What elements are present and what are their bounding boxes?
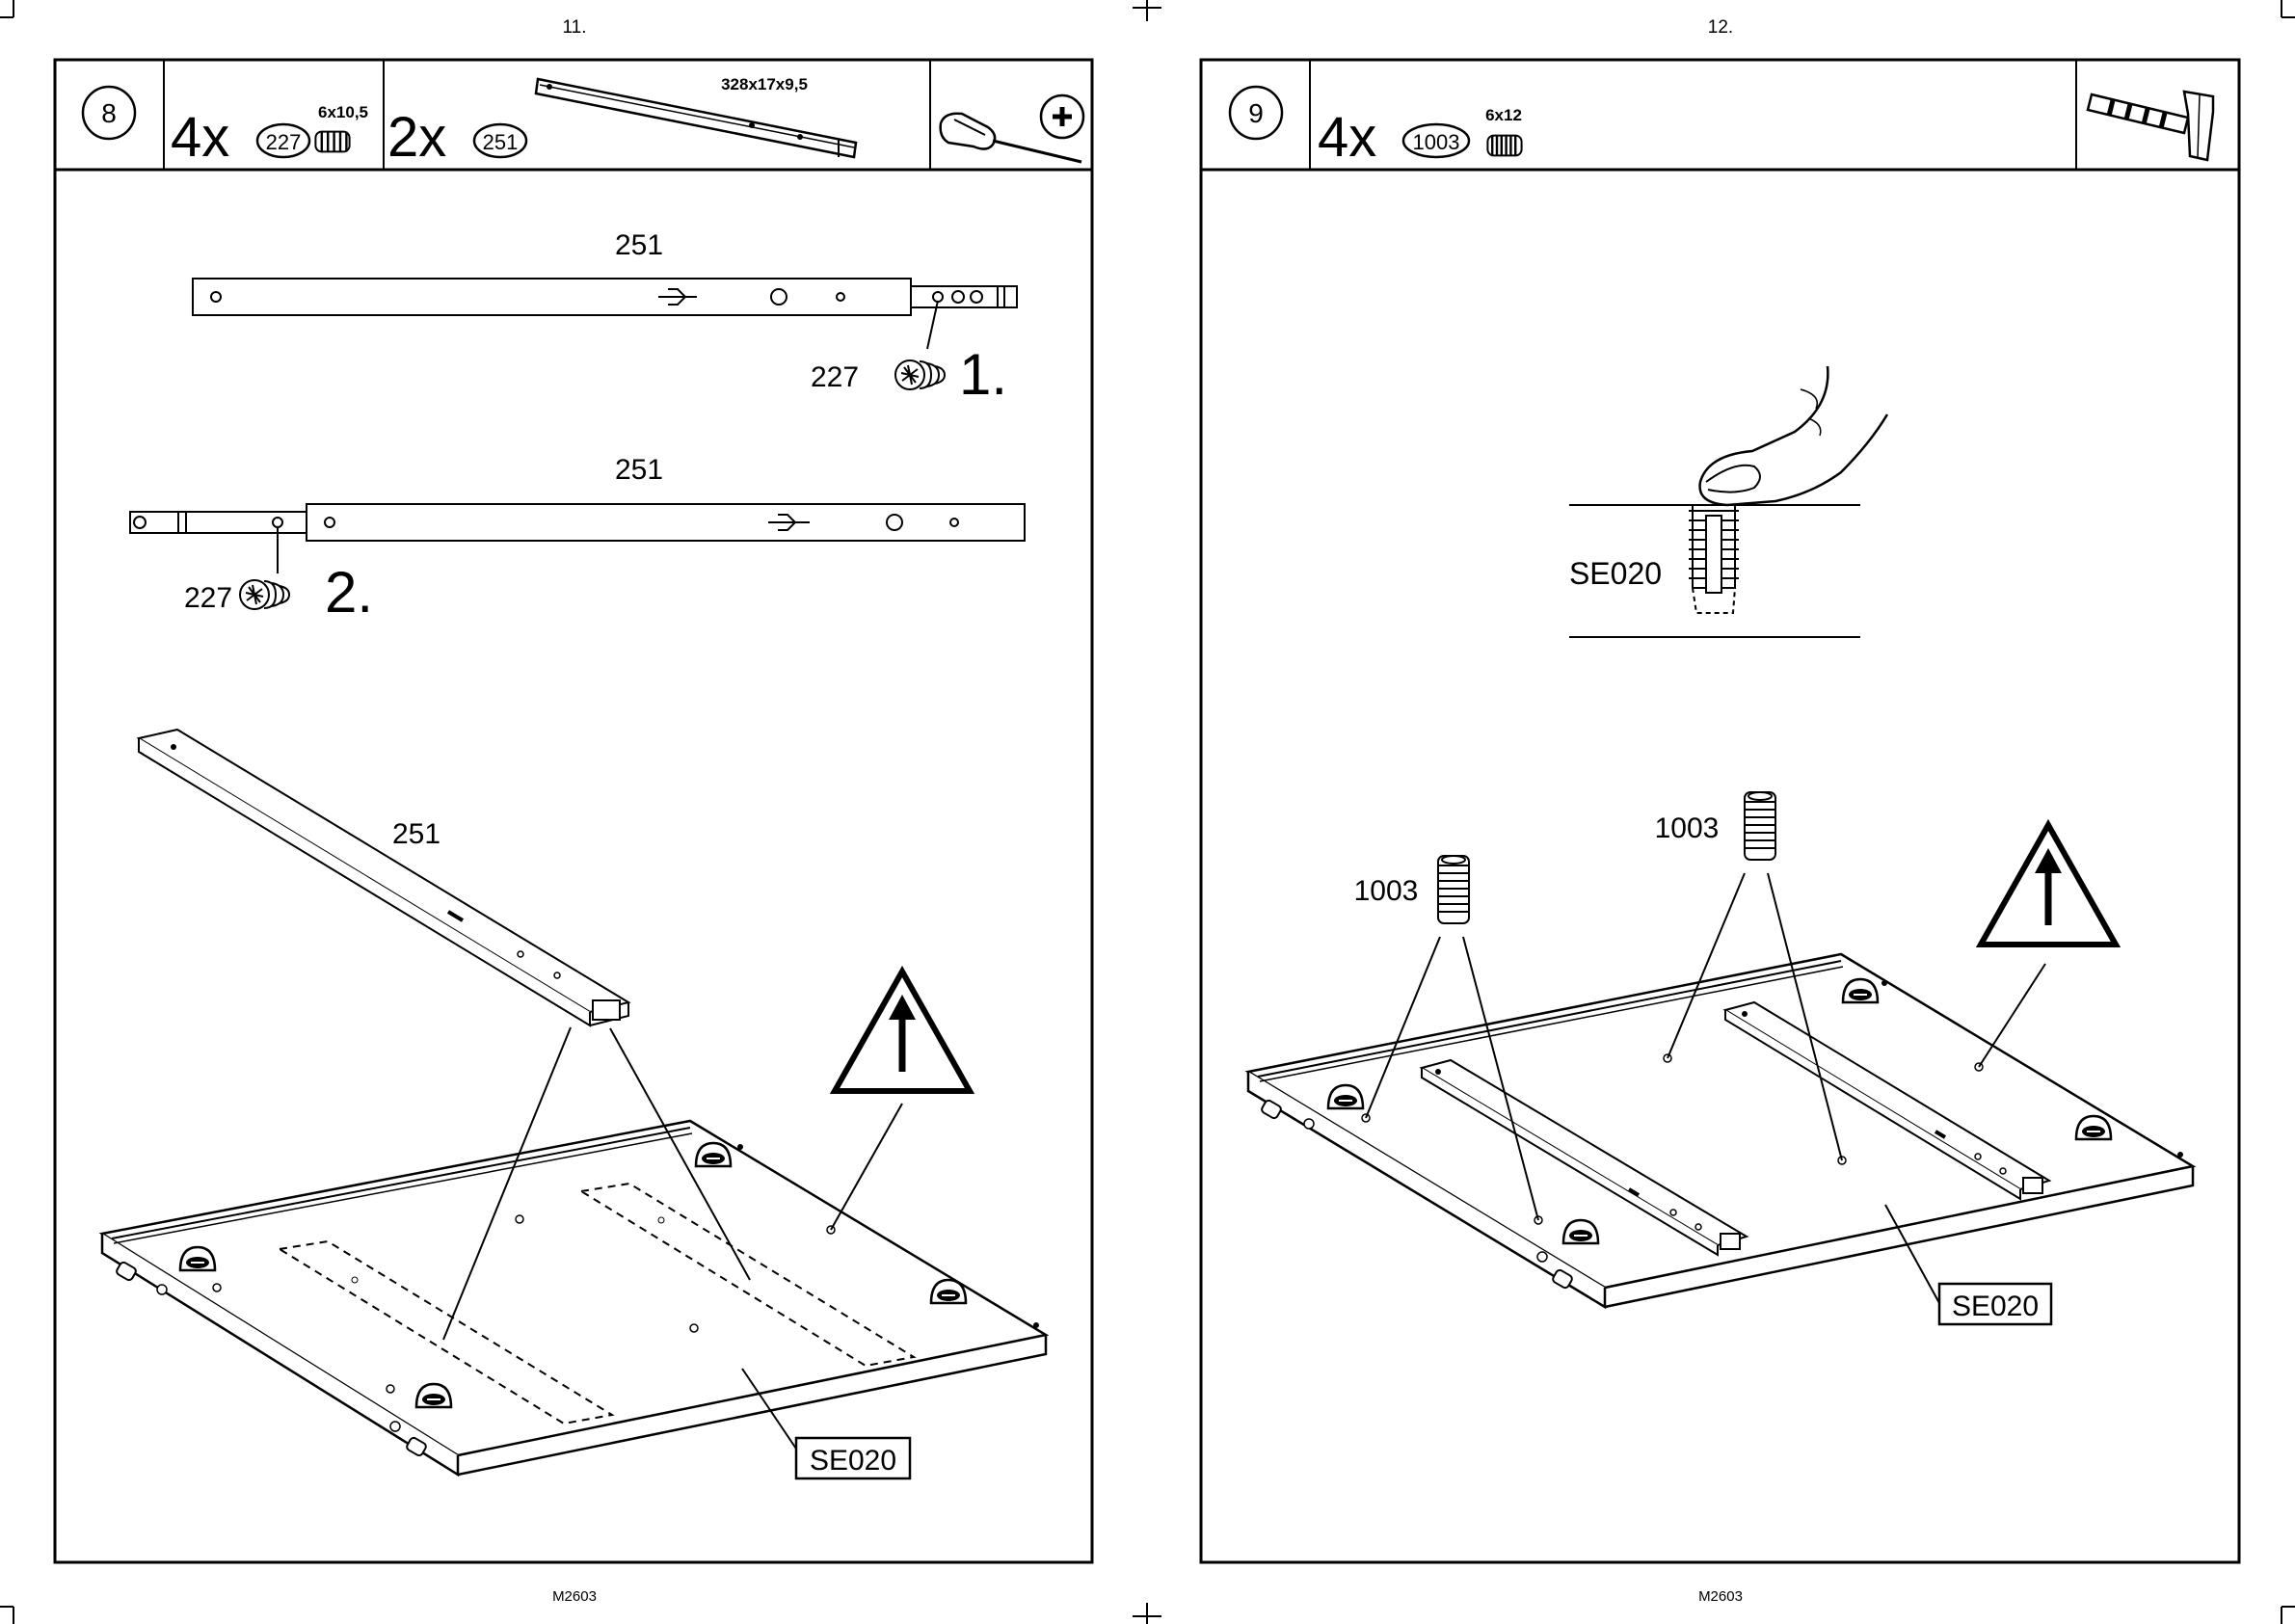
- screw-label: 227: [184, 582, 232, 614]
- rail-label: 251: [615, 454, 663, 486]
- page-number: 12.: [1708, 17, 1733, 38]
- part-id: 251: [483, 130, 519, 154]
- cam-screw-icon: [240, 580, 289, 609]
- part-id: 1003: [1413, 130, 1460, 154]
- page-left: 11. 8 4x 227 6x10,5 2x 251 328x17x9,5: [55, 17, 1092, 1605]
- page-number: 11.: [562, 17, 586, 38]
- footer-code: M2603: [552, 1588, 597, 1605]
- part-qty: 4x: [171, 106, 229, 169]
- drawer-rail-icon: [536, 79, 856, 157]
- panel-label: SE020: [1952, 1291, 2039, 1322]
- cam-screw-icon: [315, 132, 349, 152]
- threaded-insert-icon: [1487, 136, 1521, 156]
- step-number: 8: [101, 98, 117, 128]
- step-number: 9: [1248, 98, 1264, 128]
- detail-label: SE020: [1569, 556, 1662, 591]
- rail-diagram-1: [193, 279, 1017, 349]
- insert-detail-diagram: [1569, 366, 1887, 637]
- page-right: 12. 9 4x 1003 6x12: [1201, 17, 2239, 1605]
- dowel-label: 1003: [1354, 875, 1419, 907]
- part-size: 6x12: [1485, 106, 1522, 124]
- rail-label: 251: [615, 229, 663, 261]
- warning-up-icon: [835, 972, 970, 1091]
- sub-step-label: 1.: [959, 342, 1007, 407]
- part-size: 328x17x9,5: [721, 75, 808, 93]
- hammer-icon: [2088, 92, 2213, 160]
- cam-screw-icon: [895, 360, 945, 389]
- panel-assembly-diagram: [102, 730, 1046, 1478]
- part-id: 227: [266, 130, 302, 154]
- sub-step-label: 2.: [325, 560, 373, 625]
- rail-label: 251: [392, 818, 440, 850]
- rail-diagram-2: [130, 504, 1025, 573]
- warning-up-icon: [1981, 825, 2116, 945]
- part-qty: 2x: [387, 106, 446, 169]
- part-qty: 4x: [1318, 106, 1376, 169]
- panel-label: SE020: [810, 1445, 896, 1477]
- screw-label: 227: [811, 361, 859, 393]
- dowel-label: 1003: [1655, 812, 1720, 844]
- footer-code: M2603: [1698, 1588, 1743, 1605]
- part-size: 6x10,5: [318, 103, 368, 121]
- phillips-icon: [1041, 95, 1083, 138]
